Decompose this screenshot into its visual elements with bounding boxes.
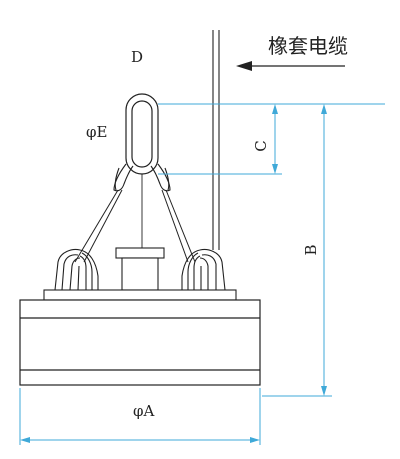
- label-phiA: φA: [133, 402, 155, 420]
- magnet-body: [19, 299, 261, 386]
- lifting-lug-left: [54, 248, 99, 291]
- cable-label: 橡套电缆: [268, 34, 348, 58]
- cable-arrow: [236, 61, 345, 71]
- cable: [212, 30, 220, 250]
- label-B: B: [302, 244, 320, 255]
- label-D: D: [131, 48, 143, 66]
- hook-left: [113, 163, 134, 192]
- label-C: C: [252, 140, 270, 151]
- lifting-lug-right: [181, 248, 226, 291]
- dimension-lines: [19, 103, 385, 445]
- junction-box: [115, 247, 165, 291]
- dimension-arrows: [20, 104, 327, 443]
- label-phiE: φE: [86, 123, 107, 141]
- lifting-ring: [125, 93, 159, 175]
- hook-right: [150, 163, 171, 192]
- top-plate: [43, 289, 237, 301]
